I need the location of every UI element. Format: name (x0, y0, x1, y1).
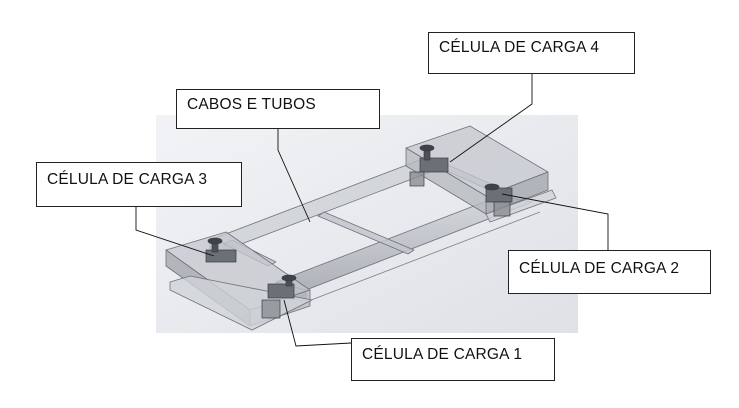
load-cell-4-part (409, 144, 449, 187)
load-cell-3-part (205, 237, 237, 263)
load-cell-2-part (484, 183, 513, 217)
callout-load-cell-4: CÉLULA DE CARGA 4 (428, 32, 635, 74)
cross-member-middle (317, 211, 415, 255)
leader-line-cell-4 (449, 74, 533, 163)
leader-line-cables (277, 129, 311, 223)
callout-load-cell-1: CÉLULA DE CARGA 1 (351, 338, 555, 381)
callout-load-cell-3: CÉLULA DE CARGA 3 (36, 162, 242, 207)
callout-load-cell-2: CÉLULA DE CARGA 2 (508, 250, 711, 294)
leader-line-cell-3 (135, 207, 215, 257)
leader-lines (135, 74, 609, 347)
leader-line-cell-2 (501, 193, 609, 250)
load-cells (205, 144, 513, 319)
callout-cables-tubes: CABOS E TUBOS (176, 89, 380, 129)
leader-line-cell-1 (283, 299, 352, 347)
load-cell-1-part (261, 274, 297, 319)
